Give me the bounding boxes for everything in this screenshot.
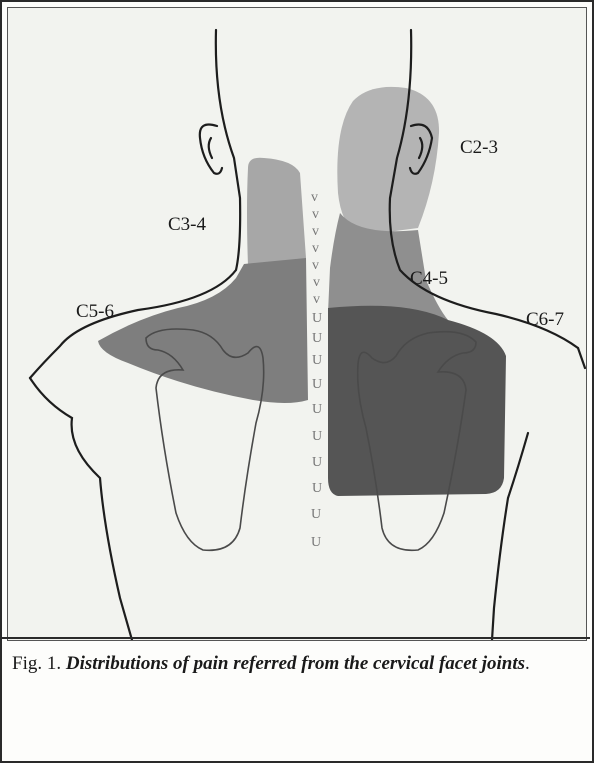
spine-mark: v — [311, 190, 318, 205]
spine-mark: U — [311, 535, 321, 550]
referred-pain-diagram: v v v v v v v U U U U U U U U U U C2-3 C… — [8, 8, 586, 640]
caption-divider — [0, 637, 590, 639]
spine-mark: U — [312, 311, 322, 326]
figure-panel: v v v v v v v U U U U U U U U U U C2-3 C… — [7, 7, 587, 641]
spine-mark: U — [312, 402, 322, 417]
spine-mark: v — [313, 275, 320, 290]
spine-mark: U — [312, 429, 322, 444]
region-c3-4 — [247, 158, 306, 266]
spine-mark: v — [312, 224, 319, 239]
spine-markers: v v v v v v v U U U U U U U U U U — [311, 190, 322, 550]
spine-mark: v — [312, 258, 319, 273]
label-c2-3: C2-3 — [460, 137, 498, 158]
figure-caption: Fig. 1. Distributions of pain referred f… — [12, 651, 578, 676]
spine-mark: U — [312, 331, 322, 346]
spine-mark: U — [312, 377, 322, 392]
caption-prefix: Fig. 1. — [12, 653, 61, 674]
caption-suffix: . — [525, 653, 530, 674]
spine-mark: U — [312, 481, 322, 496]
label-c4-5: C4-5 — [410, 268, 448, 289]
label-c6-7: C6-7 — [526, 309, 564, 330]
region-c5-6 — [98, 258, 308, 403]
region-c6-7 — [328, 306, 506, 496]
spine-mark: v — [312, 241, 319, 256]
caption-text: Distributions of pain referred from the … — [66, 653, 525, 674]
spine-mark: U — [312, 353, 322, 368]
spine-mark: U — [312, 455, 322, 470]
label-c3-4: C3-4 — [168, 214, 207, 235]
label-c5-6: C5-6 — [76, 301, 114, 322]
spine-mark: U — [311, 507, 321, 522]
spine-mark: v — [312, 207, 319, 222]
spine-mark: v — [313, 292, 320, 307]
